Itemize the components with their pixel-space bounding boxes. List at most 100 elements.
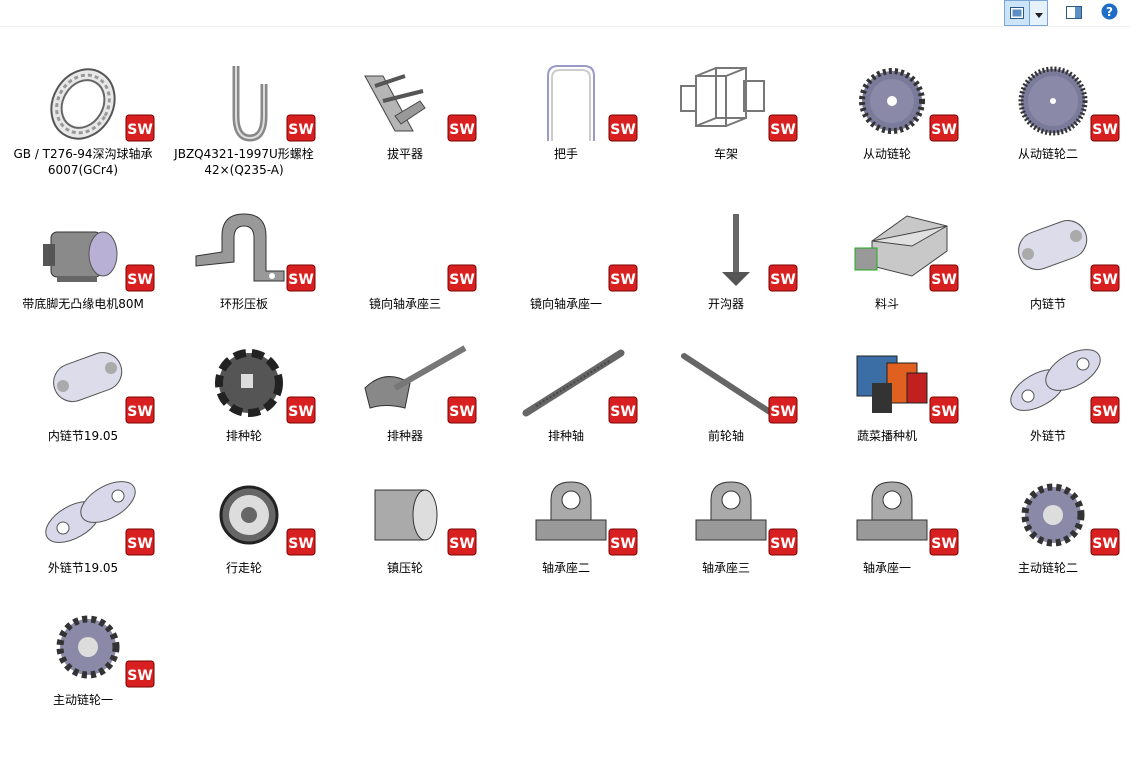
solidworks-file-icon: SW <box>125 660 155 688</box>
file-name: 蔬菜播种机 <box>856 429 917 443</box>
svg-text:SW: SW <box>288 122 314 138</box>
svg-text:SW: SW <box>288 536 314 552</box>
solidworks-file-icon: SW <box>447 114 477 142</box>
solidworks-file-icon: SW <box>608 114 638 142</box>
file-thumbnail <box>174 196 314 301</box>
solidworks-file-icon: SW <box>768 528 798 556</box>
solidworks-file-icon: SW <box>1090 114 1120 142</box>
file-item[interactable]: SW 内链节 <box>968 196 1128 326</box>
solidworks-file-icon: SW <box>286 264 316 292</box>
svg-text:SW: SW <box>449 404 475 420</box>
file-item[interactable]: SW 拔平器 <box>325 46 485 176</box>
chevron-down-icon <box>1034 4 1043 23</box>
file-thumbnail <box>13 460 153 565</box>
file-name: 外链节19.05 <box>47 561 119 575</box>
file-thumbnail <box>496 460 636 565</box>
solidworks-file-icon: SW <box>1090 264 1120 292</box>
solidworks-file-icon: SW <box>929 396 959 424</box>
solidworks-file-icon: SW <box>125 396 155 424</box>
thumbnail-view-button[interactable] <box>1004 0 1030 26</box>
file-name: 带底脚无凸缘电机80M <box>22 297 144 311</box>
view-dropdown-button[interactable] <box>1030 0 1048 26</box>
svg-text:SW: SW <box>770 404 796 420</box>
file-name: 从动链轮二 <box>1017 147 1078 161</box>
file-name: 主动链轮一 <box>52 693 113 707</box>
file-item[interactable]: SW 行走轮 <box>164 460 324 590</box>
file-name: 排种器 <box>386 429 423 443</box>
solidworks-file-icon: SW <box>608 396 638 424</box>
file-name: 排种轴 <box>547 429 584 443</box>
file-thumbnail <box>656 196 796 301</box>
file-thumbnail <box>817 46 957 151</box>
solidworks-file-icon: SW <box>929 114 959 142</box>
file-item[interactable]: SW 前轮轴 <box>646 328 806 458</box>
svg-text:SW: SW <box>1092 404 1118 420</box>
svg-text:SW: SW <box>610 404 636 420</box>
file-name: 开沟器 <box>707 297 744 311</box>
file-thumbnail <box>13 196 153 301</box>
file-item[interactable]: SW 带底脚无凸缘电机80M <box>3 196 163 326</box>
file-thumbnail <box>335 328 475 433</box>
file-thumbnail <box>496 328 636 433</box>
solidworks-file-icon: SW <box>125 528 155 556</box>
svg-text:SW: SW <box>610 122 636 138</box>
svg-text:SW: SW <box>1092 122 1118 138</box>
solidworks-file-icon: SW <box>768 114 798 142</box>
file-item[interactable]: SW 外链节19.05 <box>3 460 163 590</box>
solidworks-file-icon: SW <box>1090 396 1120 424</box>
file-name: 镜向轴承座三 <box>368 297 441 311</box>
file-name: 内链节19.05 <box>47 429 119 443</box>
solidworks-file-icon: SW <box>768 396 798 424</box>
file-item[interactable]: SW 蔬菜播种机 <box>807 328 967 458</box>
file-item[interactable]: SW 从动链轮二 <box>968 46 1128 176</box>
file-name: 排种轮 <box>225 429 262 443</box>
file-thumbnail <box>978 460 1118 565</box>
file-item[interactable]: SW 内链节19.05 <box>3 328 163 458</box>
file-name: 前轮轴 <box>707 429 744 443</box>
svg-text:SW: SW <box>127 404 153 420</box>
file-thumbnail <box>174 460 314 565</box>
file-item[interactable]: SW 排种轴 <box>486 328 646 458</box>
solidworks-file-icon: SW <box>929 528 959 556</box>
help-icon: ? <box>1101 3 1118 24</box>
preview-pane-button[interactable] <box>1062 0 1086 26</box>
file-name: 行走轮 <box>225 561 262 575</box>
svg-text:SW: SW <box>449 536 475 552</box>
file-item[interactable]: SW 把手 <box>486 46 646 176</box>
svg-text:SW: SW <box>127 272 153 288</box>
svg-text:SW: SW <box>931 536 957 552</box>
file-thumbnail <box>174 46 314 151</box>
svg-text:SW: SW <box>1092 536 1118 552</box>
solidworks-file-icon: SW <box>125 264 155 292</box>
file-thumbnail <box>817 196 957 301</box>
help-button[interactable]: ? <box>1098 0 1120 26</box>
file-thumbnail <box>978 46 1118 151</box>
file-item[interactable]: SW 主动链轮一 <box>3 592 163 722</box>
svg-text:SW: SW <box>770 122 796 138</box>
file-name: 把手 <box>553 147 578 161</box>
svg-text:SW: SW <box>931 272 957 288</box>
solidworks-file-icon: SW <box>447 396 477 424</box>
file-name: 拔平器 <box>386 147 423 161</box>
file-name: GB / T276-94深沟球轴承 6007(GCr4) <box>13 147 153 177</box>
file-name: 内链节 <box>1029 297 1066 311</box>
file-item[interactable]: SW 排种器 <box>325 328 485 458</box>
svg-text:SW: SW <box>127 668 153 684</box>
